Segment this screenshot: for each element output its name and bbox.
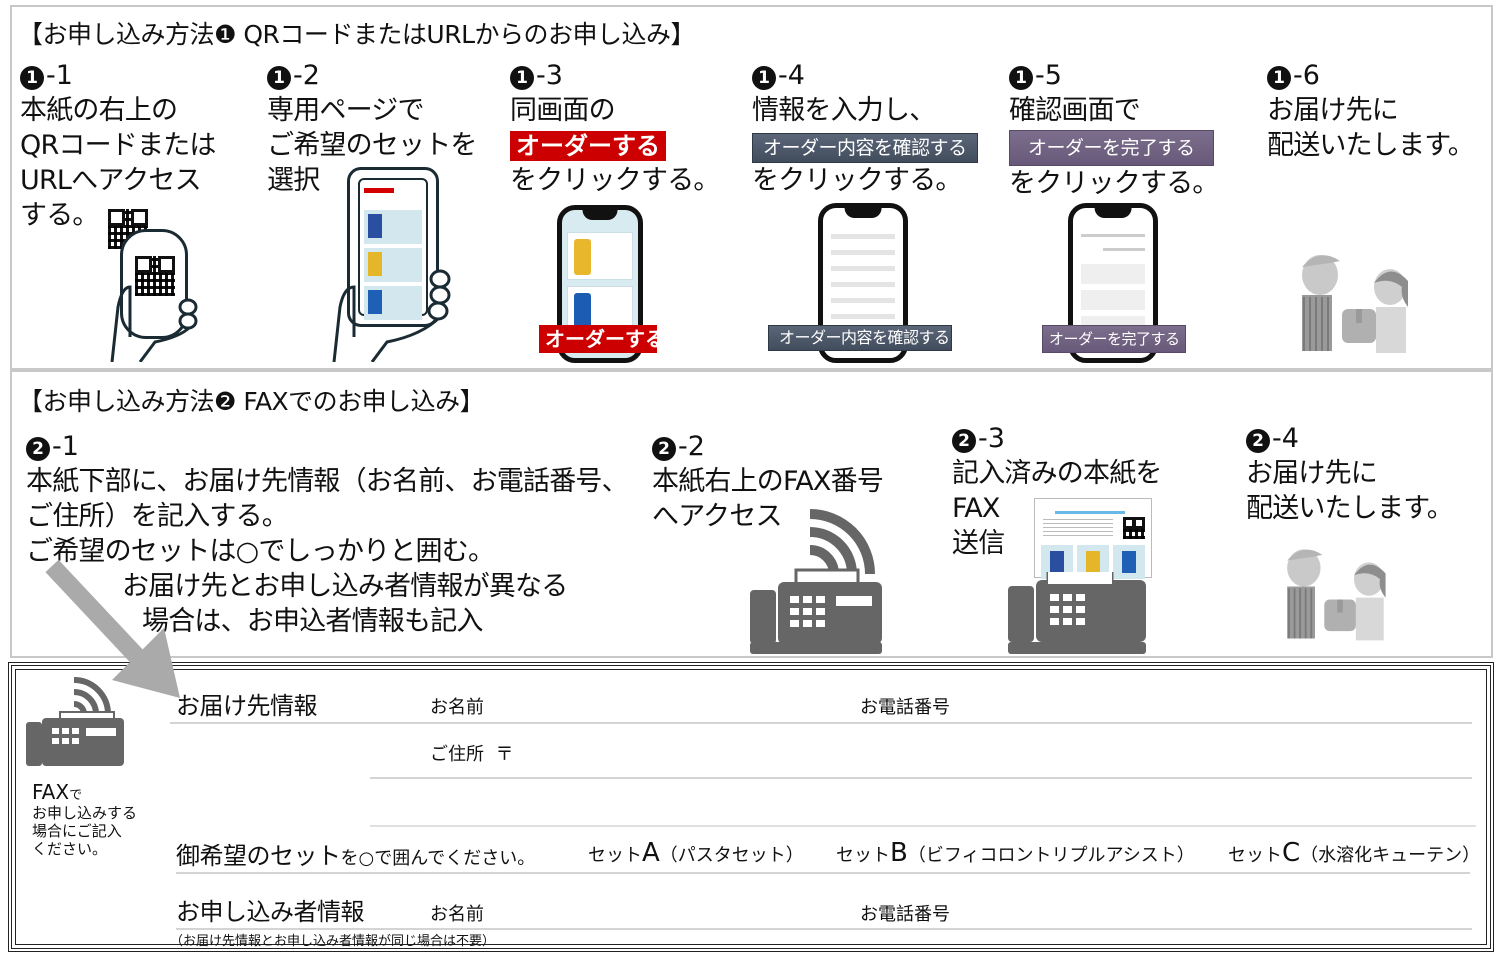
delivery-name-label: お名前 xyxy=(430,697,484,718)
fax-order-form: FAXで お申し込みする 場合にご記入 ください。 お届け先情報 お名前 お電話… xyxy=(8,662,1494,952)
delivery-info-heading: お届け先情報 xyxy=(176,692,318,720)
order-button[interactable]: オーダーする xyxy=(539,325,665,353)
delivery-name-field[interactable] xyxy=(482,686,852,720)
fax-side-note: お申し込みする 場合にご記入 ください。 xyxy=(32,804,138,858)
phone-order-screen xyxy=(557,205,643,363)
delivery-people-icon xyxy=(1302,255,1408,353)
step-1-4: 1-4 情報を入力し、 オーダー内容を確認する をクリックする。 xyxy=(752,59,978,198)
phone-product-page-icon xyxy=(347,167,439,327)
set-option-a[interactable]: セットA（パスタセット） xyxy=(588,838,804,868)
delivery-people-icon xyxy=(1287,549,1386,641)
applicant-phone-field[interactable] xyxy=(962,892,1462,926)
delivery-address-field[interactable] xyxy=(532,732,1462,768)
delivery-address-line2-field[interactable] xyxy=(372,780,1462,822)
fax-side-note-title: FAXで xyxy=(32,780,83,804)
fax-machine-icon xyxy=(750,509,882,654)
order-button-label: オーダーする xyxy=(510,131,666,161)
step-1-1: 1-1 本紙の右上の QRコードまたは URLへアクセス する。 xyxy=(20,59,216,231)
confirm-order-button[interactable]: オーダー内容を確認する xyxy=(768,325,952,351)
applicant-phone-label: お電話番号 xyxy=(860,904,950,925)
delivery-phone-field[interactable] xyxy=(962,686,1462,720)
method2-panel: 【お申し込み方法❷ FAXでのお申し込み】 2-1 本紙下部に、お届け先情報（お… xyxy=(10,370,1493,658)
fax-machine-icon xyxy=(1008,572,1146,654)
complete-button-label: オーダーを完了する xyxy=(1009,130,1214,166)
step-2-4: 2-4 お届け先に 配送いたします。 xyxy=(1246,423,1454,524)
hand-icon xyxy=(110,285,198,362)
step-1-3: 1-3 同画面の オーダーする をクリックする。 xyxy=(510,60,720,196)
set-option-b[interactable]: セットB（ビフィコロントリプルアシスト） xyxy=(836,838,1195,868)
divider xyxy=(170,722,1472,724)
divider xyxy=(370,777,1472,779)
step-2-2: 2-2 本紙右上のFAX番号 へアクセス xyxy=(652,431,884,532)
hand-icon xyxy=(332,269,451,362)
delivery-phone-label: お電話番号 xyxy=(860,697,950,718)
applicant-note: （お届け先情報とお申し込み者情報が同じ場合は不要） xyxy=(170,934,496,949)
method2-title: 【お申し込み方法❷ FAXでのお申し込み】 xyxy=(18,387,485,416)
applicant-info-heading: お申し込み者情報 xyxy=(176,898,365,926)
fax-icon xyxy=(26,677,124,766)
set-selection-heading: 御希望のセットを○で囲んでください。 xyxy=(176,842,536,870)
applicant-name-field[interactable] xyxy=(482,892,852,926)
step-1-6: 1-6 お届け先に 配送いたします。 xyxy=(1267,60,1475,161)
step-2-3: 2-3 記入済みの本紙を FAX 送信 xyxy=(952,423,1162,559)
applicant-name-label: お名前 xyxy=(430,904,484,925)
step-1-5: 1-5 確認画面で オーダーを完了する をクリックする。 xyxy=(1009,60,1219,199)
set-option-c[interactable]: セットC（水溶化キューテン） xyxy=(1228,838,1481,868)
method1-panel: 【お申し込み方法❶ QRコードまたはURLからのお申し込み】 1-1 本紙の右上… xyxy=(10,5,1493,370)
confirm-button-label: オーダー内容を確認する xyxy=(752,133,978,163)
step-2-1: 2-1 本紙下部に、お届け先情報（お名前、お電話番号、 ご住所）を記入する。 ご… xyxy=(26,431,629,637)
arrow-to-form-icon xyxy=(45,560,180,698)
step-number: 1-1 xyxy=(20,59,216,93)
complete-order-button[interactable]: オーダーを完了する xyxy=(1042,325,1186,353)
divider xyxy=(176,928,1472,930)
divider xyxy=(176,872,1470,874)
divider xyxy=(370,825,1476,827)
order-sheet-paper xyxy=(1034,498,1152,579)
step-1-2: 1-2 専用ページで ご希望のセットを 選択 xyxy=(267,60,477,196)
delivery-address-label: ご住所 〒 xyxy=(430,744,514,765)
method1-title: 【お申し込み方法❶ QRコードまたはURLからのお申し込み】 xyxy=(18,20,696,49)
